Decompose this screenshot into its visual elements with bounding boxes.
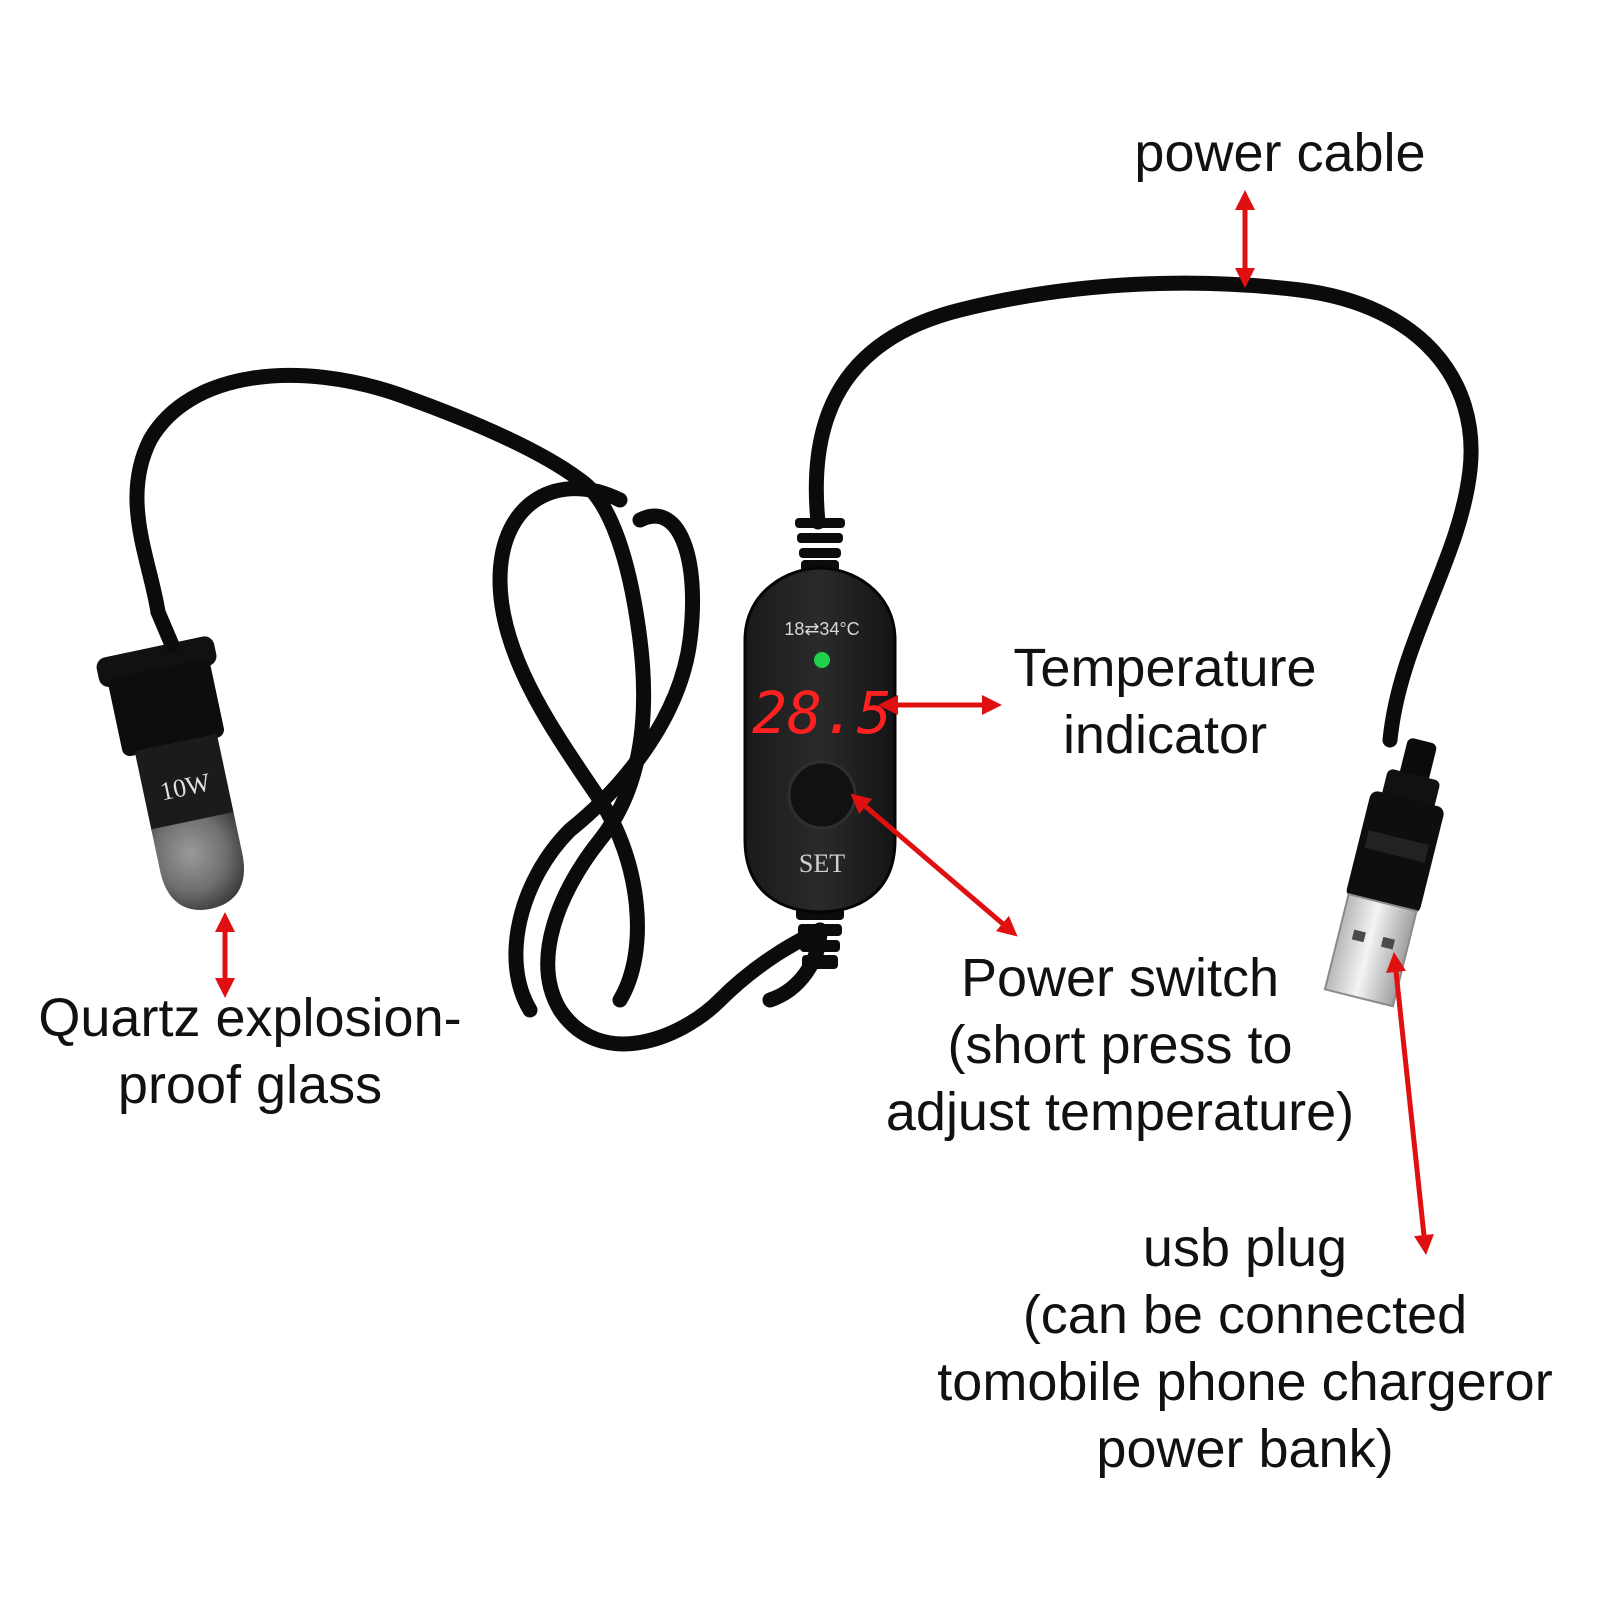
set-button-label: SET bbox=[799, 849, 845, 878]
arrow-power-switch bbox=[850, 793, 1018, 937]
heater-cap bbox=[108, 659, 224, 757]
heater-cap-collar bbox=[96, 636, 217, 687]
quartz-glass-tip bbox=[151, 811, 244, 910]
label-power-switch: Power switch (short press to adjust temp… bbox=[850, 945, 1390, 1146]
temperature-range-text: 18⇄34°C bbox=[784, 619, 859, 639]
label-line: indicator bbox=[1062, 705, 1268, 765]
label-line: adjust temperature) bbox=[885, 1082, 1355, 1142]
heater-cable bbox=[129, 367, 588, 620]
label-line: power bank) bbox=[1096, 1419, 1394, 1479]
controller-box: 18⇄34°C 28.5 SET bbox=[743, 566, 897, 914]
label-power-cable: power cable bbox=[1100, 120, 1460, 187]
annotation-arrows bbox=[215, 190, 1434, 1255]
label-line: (short press to bbox=[947, 1015, 1293, 1075]
label-line: power cable bbox=[1134, 123, 1426, 183]
label-usb-plug: usb plug (can be connected tomobile phon… bbox=[895, 1215, 1595, 1483]
heater-body bbox=[134, 733, 234, 832]
heater-bulb-icon: 10W bbox=[96, 636, 244, 910]
cable-coil-loop-a bbox=[492, 481, 645, 1008]
power-cable-arc bbox=[808, 275, 1479, 748]
label-line: usb plug bbox=[1142, 1218, 1348, 1278]
label-quartz-glass: Quartz explosion- proof glass bbox=[10, 985, 490, 1119]
label-line: Power switch bbox=[960, 948, 1280, 1008]
label-line: Temperature bbox=[1013, 638, 1317, 698]
label-line: Quartz explosion- bbox=[38, 988, 462, 1048]
set-button[interactable] bbox=[787, 760, 857, 830]
controller-lower-cable bbox=[762, 922, 828, 1008]
temperature-display: 28.5 bbox=[752, 679, 892, 747]
strain-relief-top bbox=[795, 518, 845, 572]
status-led bbox=[814, 652, 830, 668]
cable-coil bbox=[540, 472, 828, 1052]
cable-coil-loop-b bbox=[508, 508, 700, 1018]
cable bbox=[129, 275, 1479, 1052]
label-line: (can be connected bbox=[1022, 1285, 1468, 1345]
label-temperature-indicator: Temperature indicator bbox=[985, 635, 1345, 769]
label-line: tomobile phone chargeror bbox=[937, 1352, 1553, 1412]
label-line: proof glass bbox=[117, 1055, 383, 1115]
arrow-usb-plug bbox=[1386, 952, 1434, 1255]
